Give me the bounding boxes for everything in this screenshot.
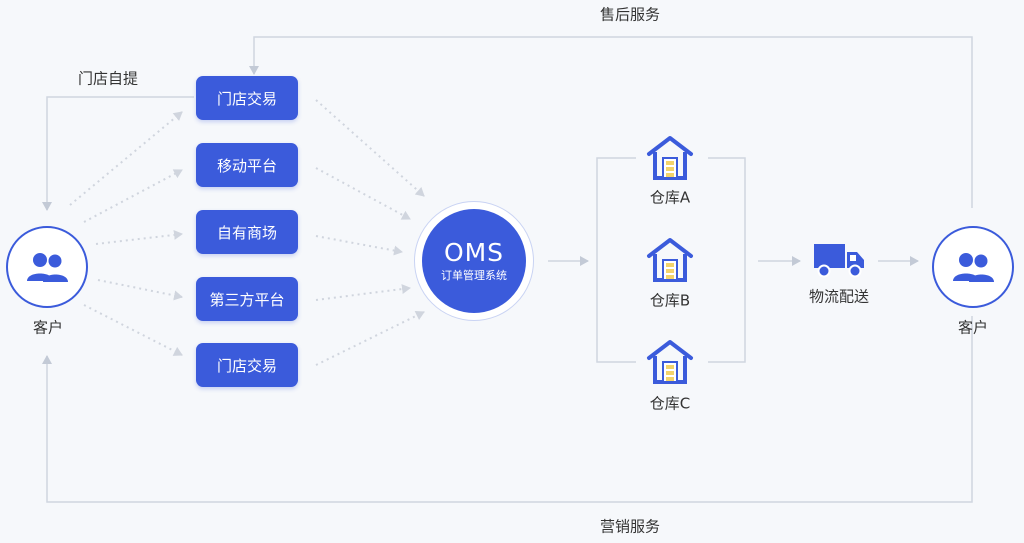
warehouse-icon: [647, 136, 693, 180]
users-icon: [27, 253, 68, 282]
customer-right: [932, 226, 1014, 308]
channel-to-oms-arrows: [315, 99, 425, 366]
oms-title: OMS: [443, 238, 505, 267]
channel-own-mall[interactable]: 自有商场: [196, 210, 298, 254]
warehouse-c-label: 仓库C: [649, 394, 691, 413]
warehouse-b-label: 仓库B: [649, 291, 691, 310]
customer-left: [6, 226, 88, 308]
warehouse-bracket-left: [596, 157, 636, 363]
marketing-line: [42, 316, 973, 503]
after-sales-line: [249, 36, 973, 208]
customer-to-channel-arrows: [69, 111, 183, 356]
after-sales-label: 售后服务: [599, 5, 661, 24]
customer-right-label: 客户: [957, 318, 989, 337]
marketing-label: 营销服务: [599, 517, 661, 536]
warehouse-a-label: 仓库A: [649, 188, 691, 207]
channel-store-trade-bottom[interactable]: 门店交易: [196, 343, 298, 387]
warehouse-icon: [647, 340, 693, 384]
channel-store-trade-top[interactable]: 门店交易: [196, 76, 298, 120]
warehouse-icon: [647, 238, 693, 282]
customer-left-label: 客户: [32, 318, 64, 337]
truck-icon: [814, 244, 864, 278]
channel-mobile-platform[interactable]: 移动平台: [196, 143, 298, 187]
users-icon: [953, 253, 994, 282]
oms-subtitle: 订单管理系统: [441, 269, 507, 282]
store-pickup-line: [42, 96, 194, 211]
warehouse-bracket-right: [708, 157, 746, 363]
logistics-label: 物流配送: [808, 287, 870, 306]
oms-node[interactable]: OMS 订单管理系统: [414, 201, 534, 321]
channel-third-party[interactable]: 第三方平台: [196, 277, 298, 321]
store-pickup-label: 门店自提: [77, 69, 139, 88]
oms-circle: OMS 订单管理系统: [422, 209, 526, 313]
